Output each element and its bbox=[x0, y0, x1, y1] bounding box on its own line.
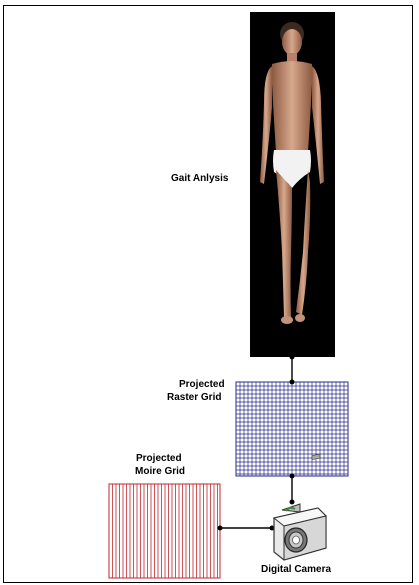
raster-grid bbox=[236, 382, 348, 476]
connector-dot bbox=[290, 474, 295, 479]
connector-dot bbox=[218, 526, 223, 531]
connector-dot bbox=[290, 500, 295, 505]
connector-dot bbox=[290, 380, 295, 385]
moire-grid bbox=[109, 484, 220, 578]
connector-dot bbox=[290, 355, 295, 360]
